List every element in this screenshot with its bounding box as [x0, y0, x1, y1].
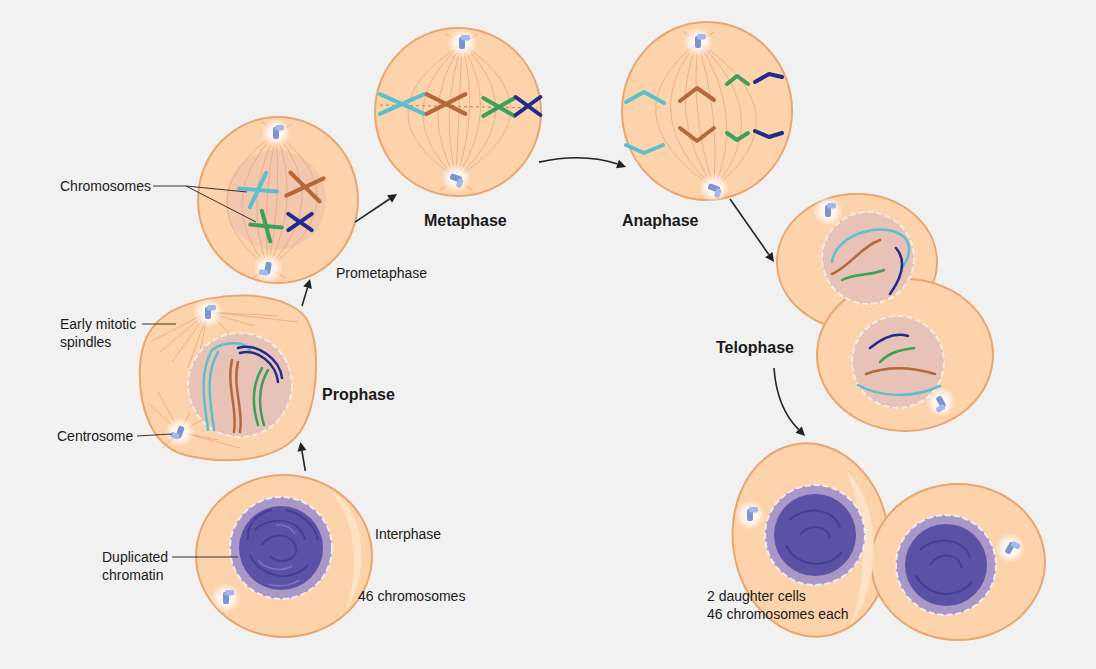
chromosome-teal — [832, 230, 940, 395]
stage-label: Prometaphase — [336, 264, 427, 282]
arrow-head — [303, 279, 312, 289]
chromosome-green — [254, 368, 268, 425]
centrosome — [735, 500, 765, 530]
chromatin-texture — [248, 510, 318, 576]
nucleus — [896, 515, 996, 615]
prophase-art — [150, 310, 310, 438]
telophase-cell: Telophase — [778, 195, 994, 431]
metaphase-art — [380, 35, 535, 190]
cell-membrane — [622, 22, 792, 200]
cell-membrane — [140, 295, 316, 460]
arrow-shaft — [730, 199, 769, 255]
anaphase-art — [630, 30, 785, 195]
prophase-cell: Prophase — [150, 310, 310, 438]
centrosome — [211, 583, 241, 613]
centrosome — [695, 169, 733, 207]
chromatid-brown — [680, 88, 714, 141]
centrosome — [251, 251, 286, 286]
telophase-art — [778, 195, 994, 431]
chromosome-navy — [516, 97, 541, 115]
chromosome-count: 46 chromosomes — [358, 587, 465, 605]
nucleus — [188, 333, 292, 437]
chromatin-texture — [258, 525, 300, 586]
chromatid-teal — [626, 92, 664, 153]
part-label: Duplicated chromatin — [102, 548, 176, 584]
arrow-shaft — [774, 368, 799, 430]
nucleus — [765, 485, 865, 585]
chromosome-count: 46 chromosomes each — [707, 605, 849, 623]
chromosome-brown — [230, 360, 241, 432]
centrosome — [193, 298, 223, 328]
stage-label: Metaphase — [424, 211, 507, 231]
chromatin — [239, 506, 323, 590]
arrow-head — [796, 426, 806, 436]
chromatid-navy — [755, 74, 782, 137]
stage-label: Prophase — [322, 385, 395, 405]
cycle-arrow — [774, 368, 805, 436]
cell-membrane — [196, 475, 372, 637]
centrosome — [921, 382, 962, 423]
arrow-head — [387, 194, 397, 203]
arrow-shaft — [302, 451, 305, 471]
stage-label: 2 daughter cells — [707, 587, 806, 605]
interphase-art — [195, 475, 373, 638]
part-label: Centrosome — [57, 427, 133, 445]
centrosome — [813, 196, 843, 226]
cell-membrane — [871, 484, 1045, 640]
chromosome-brown — [832, 240, 935, 374]
chromosome-green — [842, 270, 914, 362]
arrow-head — [616, 160, 626, 169]
chromosome-teal — [204, 343, 250, 430]
centrosome — [437, 159, 475, 197]
cell-membrane — [817, 279, 993, 431]
cycle-arrow — [297, 442, 306, 471]
chromosome-teal — [239, 173, 277, 207]
chromosome-navy — [238, 347, 282, 382]
cycle-arrow — [355, 194, 397, 222]
stage-label: Interphase — [375, 525, 441, 543]
anaphase-cell: Anaphase — [630, 30, 785, 195]
arrow-shaft — [302, 288, 308, 306]
chromosome-brown — [427, 94, 466, 114]
leader-line — [137, 434, 172, 436]
daughter-cells: 2 daughter cells46 chromosomes each — [735, 440, 1045, 640]
chromosome-brown — [286, 173, 323, 202]
cycle-arrow — [539, 158, 626, 169]
centrosome — [261, 118, 291, 148]
arrow-head — [297, 442, 306, 452]
chromosome-green — [483, 98, 514, 116]
arrow-head — [765, 252, 774, 262]
centrosome — [683, 27, 713, 57]
nucleus — [230, 497, 332, 599]
arrow-shaft — [539, 158, 617, 164]
arrow-shaft — [355, 199, 390, 222]
stage-label: Telophase — [716, 338, 794, 358]
leader-line — [153, 186, 256, 222]
cytoplasm-highlight — [330, 490, 361, 612]
part-label: Early mitotic spindles — [60, 315, 144, 351]
chromosome-navy — [288, 214, 311, 230]
chromatid-green — [727, 76, 748, 140]
centrosome — [990, 528, 1031, 569]
chromatin-texture — [786, 511, 972, 594]
part-label: Chromosomes — [60, 177, 151, 195]
interphase-cell: Interphase46 chromosomes — [195, 475, 373, 638]
centrosome — [447, 28, 477, 58]
cycle-arrow — [730, 199, 774, 262]
spindle-fibers — [656, 32, 757, 198]
prometaphase-cell: Prometaphase — [205, 125, 351, 275]
chromosome-teal — [380, 94, 424, 114]
stage-label: Anaphase — [622, 211, 698, 231]
leader-line — [142, 324, 176, 325]
centrosome — [161, 413, 199, 451]
metaphase-cell: Metaphase — [380, 35, 535, 190]
cycle-arrow — [302, 279, 312, 306]
leader-line — [172, 557, 238, 558]
chromosome-green — [250, 211, 281, 242]
prometaphase-art — [205, 125, 351, 275]
chromosome-navy — [870, 248, 908, 348]
